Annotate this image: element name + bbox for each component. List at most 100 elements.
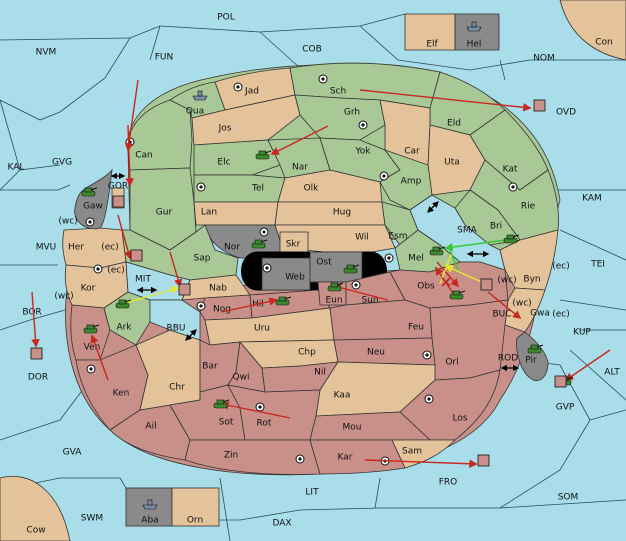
label-eld: Eld xyxy=(447,119,461,129)
label-jad: Jad xyxy=(244,87,259,97)
army-unit-icon[interactable] xyxy=(449,290,466,300)
label-gor: GOR xyxy=(108,182,128,192)
label-orn: Orn xyxy=(187,516,203,526)
label-som: SOM xyxy=(558,493,579,503)
fleet-unit-icon[interactable] xyxy=(142,499,158,510)
province-amp[interactable] xyxy=(379,149,433,211)
supply-center-icon xyxy=(379,171,389,181)
label-uta: Uta xyxy=(444,158,460,168)
label-cob: COB xyxy=(302,45,322,55)
label-chp: Chp xyxy=(298,348,316,358)
label-rot: Rot xyxy=(257,419,272,429)
army-unit-icon[interactable] xyxy=(429,246,446,256)
move-arrow xyxy=(169,251,183,288)
move-arrow xyxy=(332,283,389,301)
supply-center-icon xyxy=(424,394,434,404)
label-olk: Olk xyxy=(304,184,320,194)
dislodged-unit-icon[interactable] xyxy=(533,99,546,112)
move-arrow xyxy=(221,297,278,313)
army-unit-icon[interactable] xyxy=(251,239,268,249)
label-gur: Gur xyxy=(156,208,173,218)
army-unit-icon[interactable] xyxy=(255,150,272,160)
label-fro: FRO xyxy=(439,478,458,488)
supply-center-icon xyxy=(295,454,305,464)
label-wc-gwa: (wc) xyxy=(512,299,531,309)
move-arrow xyxy=(220,401,291,419)
label-kat: Kat xyxy=(503,165,518,175)
army-unit-icon[interactable] xyxy=(327,282,344,292)
move-arrow xyxy=(359,89,532,112)
label-dax: DAX xyxy=(272,519,291,529)
supply-centers xyxy=(85,74,518,466)
province-ost[interactable] xyxy=(309,251,363,283)
label-gvg: GVG xyxy=(52,158,72,168)
move-arrow xyxy=(31,291,40,348)
label-aba: Aba xyxy=(141,516,158,526)
label-gvp: GVP xyxy=(556,403,575,413)
label-uru: Uru xyxy=(254,324,270,334)
dislodged-unit-icon[interactable] xyxy=(477,454,490,467)
army-unit-icon[interactable] xyxy=(275,296,292,306)
province-gwa[interactable] xyxy=(504,287,546,333)
dislodged-unit-icon[interactable] xyxy=(30,347,43,360)
province-elf[interactable] xyxy=(404,13,456,51)
dislodged-unit-icon[interactable] xyxy=(554,375,567,388)
province-kar[interactable] xyxy=(309,439,406,475)
army-unit-icon[interactable] xyxy=(503,234,520,244)
label-bri: Bri xyxy=(490,222,502,232)
label-yok: Yok xyxy=(354,147,371,157)
label-pol: POL xyxy=(217,13,235,23)
army-unit-icon[interactable] xyxy=(115,299,132,309)
label-mvu: MVU xyxy=(36,243,57,253)
province-hel[interactable] xyxy=(454,13,500,51)
label-swm: SWM xyxy=(81,514,103,524)
dislodged-unit-icon[interactable] xyxy=(112,195,125,208)
label-lan: Lan xyxy=(201,208,217,218)
label-feu: Feu xyxy=(408,323,424,333)
army-unit-icon[interactable] xyxy=(527,344,544,354)
province-tel[interactable] xyxy=(193,174,286,203)
label-ec-her: (ec) xyxy=(101,243,119,253)
province-elc[interactable] xyxy=(193,139,281,176)
label-pir: Pir xyxy=(525,356,537,366)
dislodged-unit-icon[interactable] xyxy=(178,283,191,296)
label-rod: ROD xyxy=(498,354,518,364)
province-hug[interactable] xyxy=(274,201,386,226)
label-gva: GVA xyxy=(63,448,83,458)
dislodged-unit-icon[interactable] xyxy=(480,278,493,291)
province-gaw[interactable] xyxy=(74,168,113,230)
label-eun: Eun xyxy=(325,296,342,306)
convoy-arrow xyxy=(449,249,459,271)
province-orn[interactable] xyxy=(171,487,220,527)
province-olk[interactable] xyxy=(277,169,383,203)
fleet-unit-icon[interactable] xyxy=(192,90,208,101)
label-kaa: Kaa xyxy=(334,391,351,401)
label-ec-kor: (ec) xyxy=(107,266,125,276)
army-unit-icon[interactable] xyxy=(83,324,100,334)
move-arrow xyxy=(436,261,460,288)
label-nom: NOM xyxy=(533,54,555,64)
connection-arrow-icon xyxy=(185,329,197,341)
dislodged-unit-icon[interactable] xyxy=(130,249,143,262)
move-arrow xyxy=(125,124,134,187)
label-dor: DOR xyxy=(28,373,48,383)
army-unit-icon[interactable] xyxy=(81,187,98,197)
province-byn[interactable] xyxy=(499,229,559,291)
label-gwa: Gwa xyxy=(530,309,550,319)
label-ost: Ost xyxy=(316,258,332,268)
label-kam: KAM xyxy=(582,194,602,204)
supply-center-icon xyxy=(233,82,243,92)
army-unit-icon[interactable] xyxy=(213,399,230,409)
label-mou: Mou xyxy=(343,423,362,433)
label-ven: Ven xyxy=(84,343,101,353)
fleet-unit-icon[interactable] xyxy=(466,21,482,32)
label-sam: Sam xyxy=(402,447,422,457)
label-sch: Sch xyxy=(330,87,346,97)
label-ec-gwa: (ec) xyxy=(552,310,570,320)
army-unit-icon[interactable] xyxy=(343,264,360,274)
label-rie: Rie xyxy=(521,202,536,212)
label-los: Los xyxy=(452,414,467,424)
province-chr[interactable] xyxy=(135,329,201,411)
label-can: Can xyxy=(135,151,153,161)
province-feu[interactable] xyxy=(329,299,433,341)
